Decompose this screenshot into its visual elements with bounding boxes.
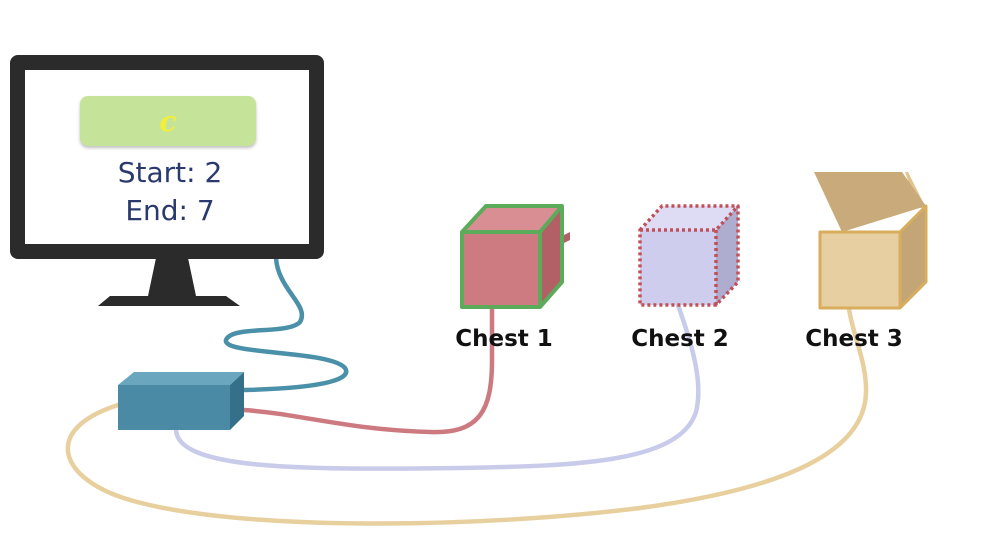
hub-top-face [118,372,244,385]
chest-3-outline [818,204,928,310]
monitor-stand-neck [148,258,196,296]
chest-2-outline [638,204,740,307]
screen-badge: c [80,96,256,146]
chest-2-front-face [640,230,716,305]
hub-side-face [230,372,244,430]
chest-1-label: Chest 1 [455,326,553,352]
chest-1-outline [460,204,564,309]
cable-hub-to-chest-1 [241,302,495,435]
chest-3-label: Chest 3 [805,326,903,352]
hub-front-face [118,385,230,430]
chest-2-top-face [640,206,738,230]
end-value-text: End: 7 [125,194,215,227]
monitor-stand-base [98,296,240,306]
chest-3-side-face [900,206,926,308]
chest-1-side-face [540,206,562,307]
chest-1-top-face [462,206,562,232]
cable-hub-to-chest-3 [65,297,869,526]
cable-hub-to-chest-2 [173,302,701,471]
chest-2-label: Chest 2 [631,326,729,352]
network-hub [118,372,244,430]
chest-1-front-face [462,232,540,307]
start-value-text: Start: 2 [117,156,223,189]
chest-2-box [638,204,740,307]
chest-3-front-face [820,232,900,308]
chest-3-open-lid [814,172,926,232]
cable-monitor-to-hub [223,255,349,393]
chest-2-side-face [716,206,738,305]
chest-3-box [814,172,928,310]
chest-1-box [460,204,570,309]
badge-label: c [159,104,177,138]
